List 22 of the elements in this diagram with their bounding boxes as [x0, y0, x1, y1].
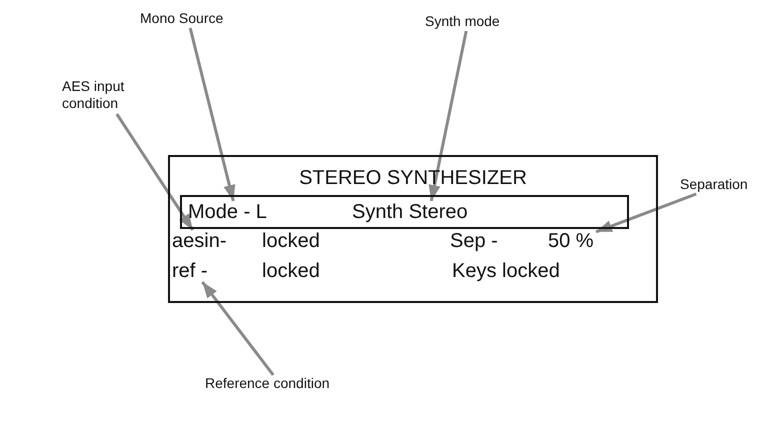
callout-text: Reference condition [205, 375, 355, 393]
status-text: locked [262, 260, 320, 282]
leader-arrow [595, 192, 697, 234]
display-title: STEREO SYNTHESIZER [298, 167, 528, 189]
callout-text: AES input condition [62, 78, 148, 114]
callout-text: Mono Source [140, 10, 236, 28]
mode-box [180, 195, 629, 229]
status-text: ref - [172, 260, 216, 282]
leader-arrow [428, 30, 468, 202]
value-text: 50 % [548, 230, 596, 252]
callout-text: Separation [680, 176, 760, 194]
display-panel [168, 155, 658, 303]
status-text: Keys locked [452, 260, 560, 282]
status-text: aesin- [172, 230, 228, 252]
leader-arrow [188, 28, 236, 202]
status-text: Sep - [450, 230, 498, 252]
leader-arrow [201, 281, 274, 376]
status-text: locked [262, 230, 320, 252]
synth-mode-text: Synth Stereo [352, 201, 506, 223]
callout-text: Synth mode [425, 13, 511, 31]
leader-arrow [116, 113, 194, 231]
mode-text: Mode - L [188, 201, 284, 223]
